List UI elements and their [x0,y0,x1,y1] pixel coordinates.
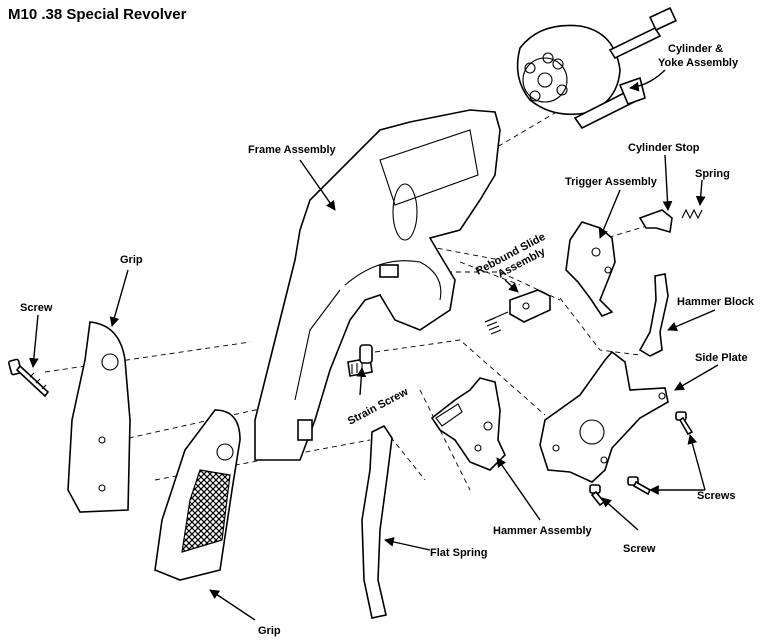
side-plate-screw-1 [675,411,694,436]
flat-spring [361,424,393,619]
label-grip-top: Grip [120,254,143,266]
label-strain-screw: Strain Screw [346,386,411,428]
hammer-block [638,273,669,357]
label-screw-left: Screw [20,302,53,314]
side-plate [539,350,669,483]
left-screw [8,358,50,398]
label-hammer-block: Hammer Block [677,296,755,308]
side-plate-screw-3 [589,484,606,507]
frame-assembly [254,109,501,461]
strain-screw [347,344,373,377]
cylinder-stop [638,209,673,234]
rebound-slide-assembly [484,289,551,335]
label-hammer-assembly: Hammer Assembly [493,525,593,537]
label-trigger-assembly: Trigger Assembly [565,176,658,188]
cylinder-stop-spring [681,208,703,220]
left-grip [67,321,131,513]
hammer-assembly [430,377,506,471]
label-flat-spring: Flat Spring [430,547,487,559]
label-cylinder-stop: Cylinder Stop [628,142,700,154]
cylinder-yoke-assembly [516,6,677,130]
label-cylinder-yoke-1: Cylinder & [668,43,723,55]
diagram-title: M10 .38 Special Revolver [8,6,187,23]
side-plate-screw-2 [627,476,652,496]
label-screws: Screws [697,490,736,502]
right-grip [154,409,241,581]
label-cylinder-yoke-2: Yoke Assembly [658,57,739,69]
leader-lines [28,69,719,621]
label-frame-assembly: Frame Assembly [248,144,337,156]
label-grip-bottom: Grip [258,625,281,637]
trigger-assembly [565,221,616,317]
label-screw-bottom: Screw [623,543,656,555]
label-side-plate: Side Plate [695,352,748,364]
label-spring: Spring [695,168,730,180]
